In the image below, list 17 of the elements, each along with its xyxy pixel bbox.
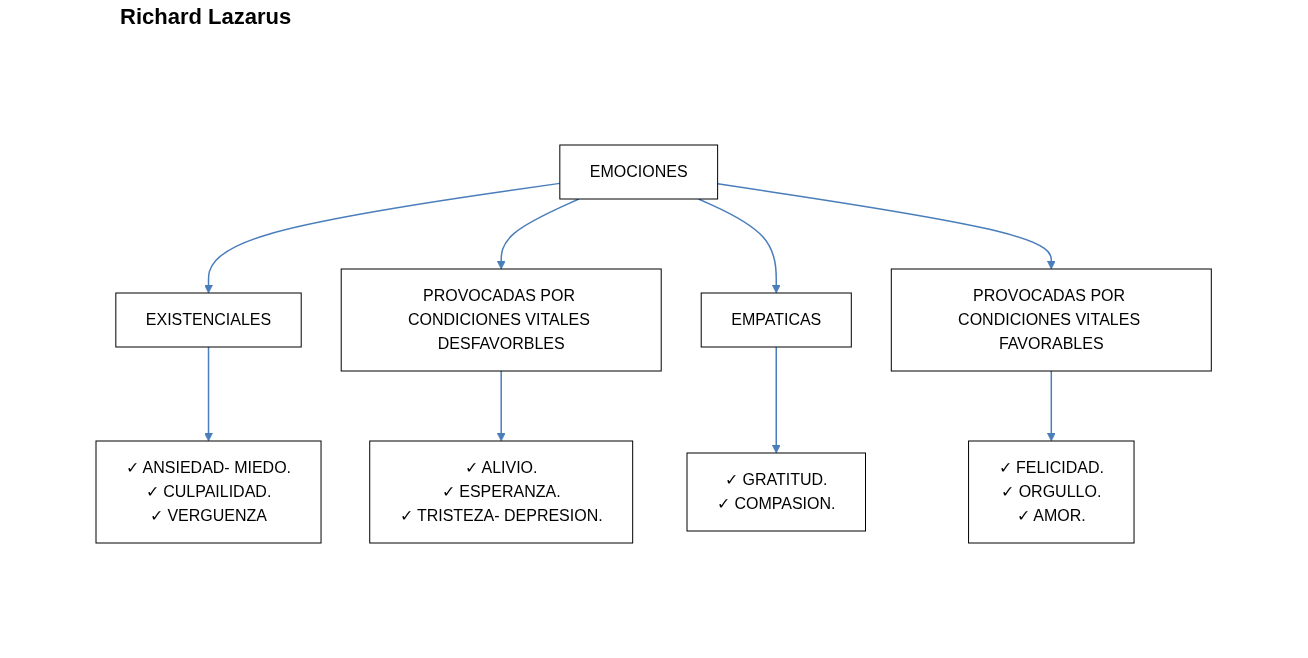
arrow [204, 346, 214, 442]
diagram-title: Richard Lazarus [120, 4, 292, 30]
node-box: ✓ GRATITUD. ✓ COMPASION. [686, 452, 867, 532]
node-box: EXISTENCIALES [115, 292, 303, 348]
node-box: PROVOCADAS POR CONDICIONES VITALES FAVORABLES [891, 268, 1213, 372]
node-box: EMPATICAS [701, 292, 853, 348]
arrow [717, 183, 1057, 270]
arrow [497, 370, 506, 442]
node-box: ✓ ANSIEDAD- MIEDO. ✓ CULPAILIDAD. ✓ VERGUENZA [95, 440, 322, 544]
arrow [1047, 370, 1057, 442]
node-box: EMOCIONES [559, 144, 719, 200]
arrow [698, 198, 781, 294]
node-box: ✓ FELICIDAD. ✓ ORGULLO. ✓ AMOR. [968, 440, 1135, 544]
arrow [204, 182, 561, 294]
node-box: PROVOCADAS POR CONDICIONES VITALES DESFAVORBLES [341, 268, 663, 372]
node-box: ✓ ALIVIO. ✓ ESPERANZA. ✓ TRISTEZA- DEPRESION. [369, 440, 634, 544]
arrow [772, 346, 781, 454]
